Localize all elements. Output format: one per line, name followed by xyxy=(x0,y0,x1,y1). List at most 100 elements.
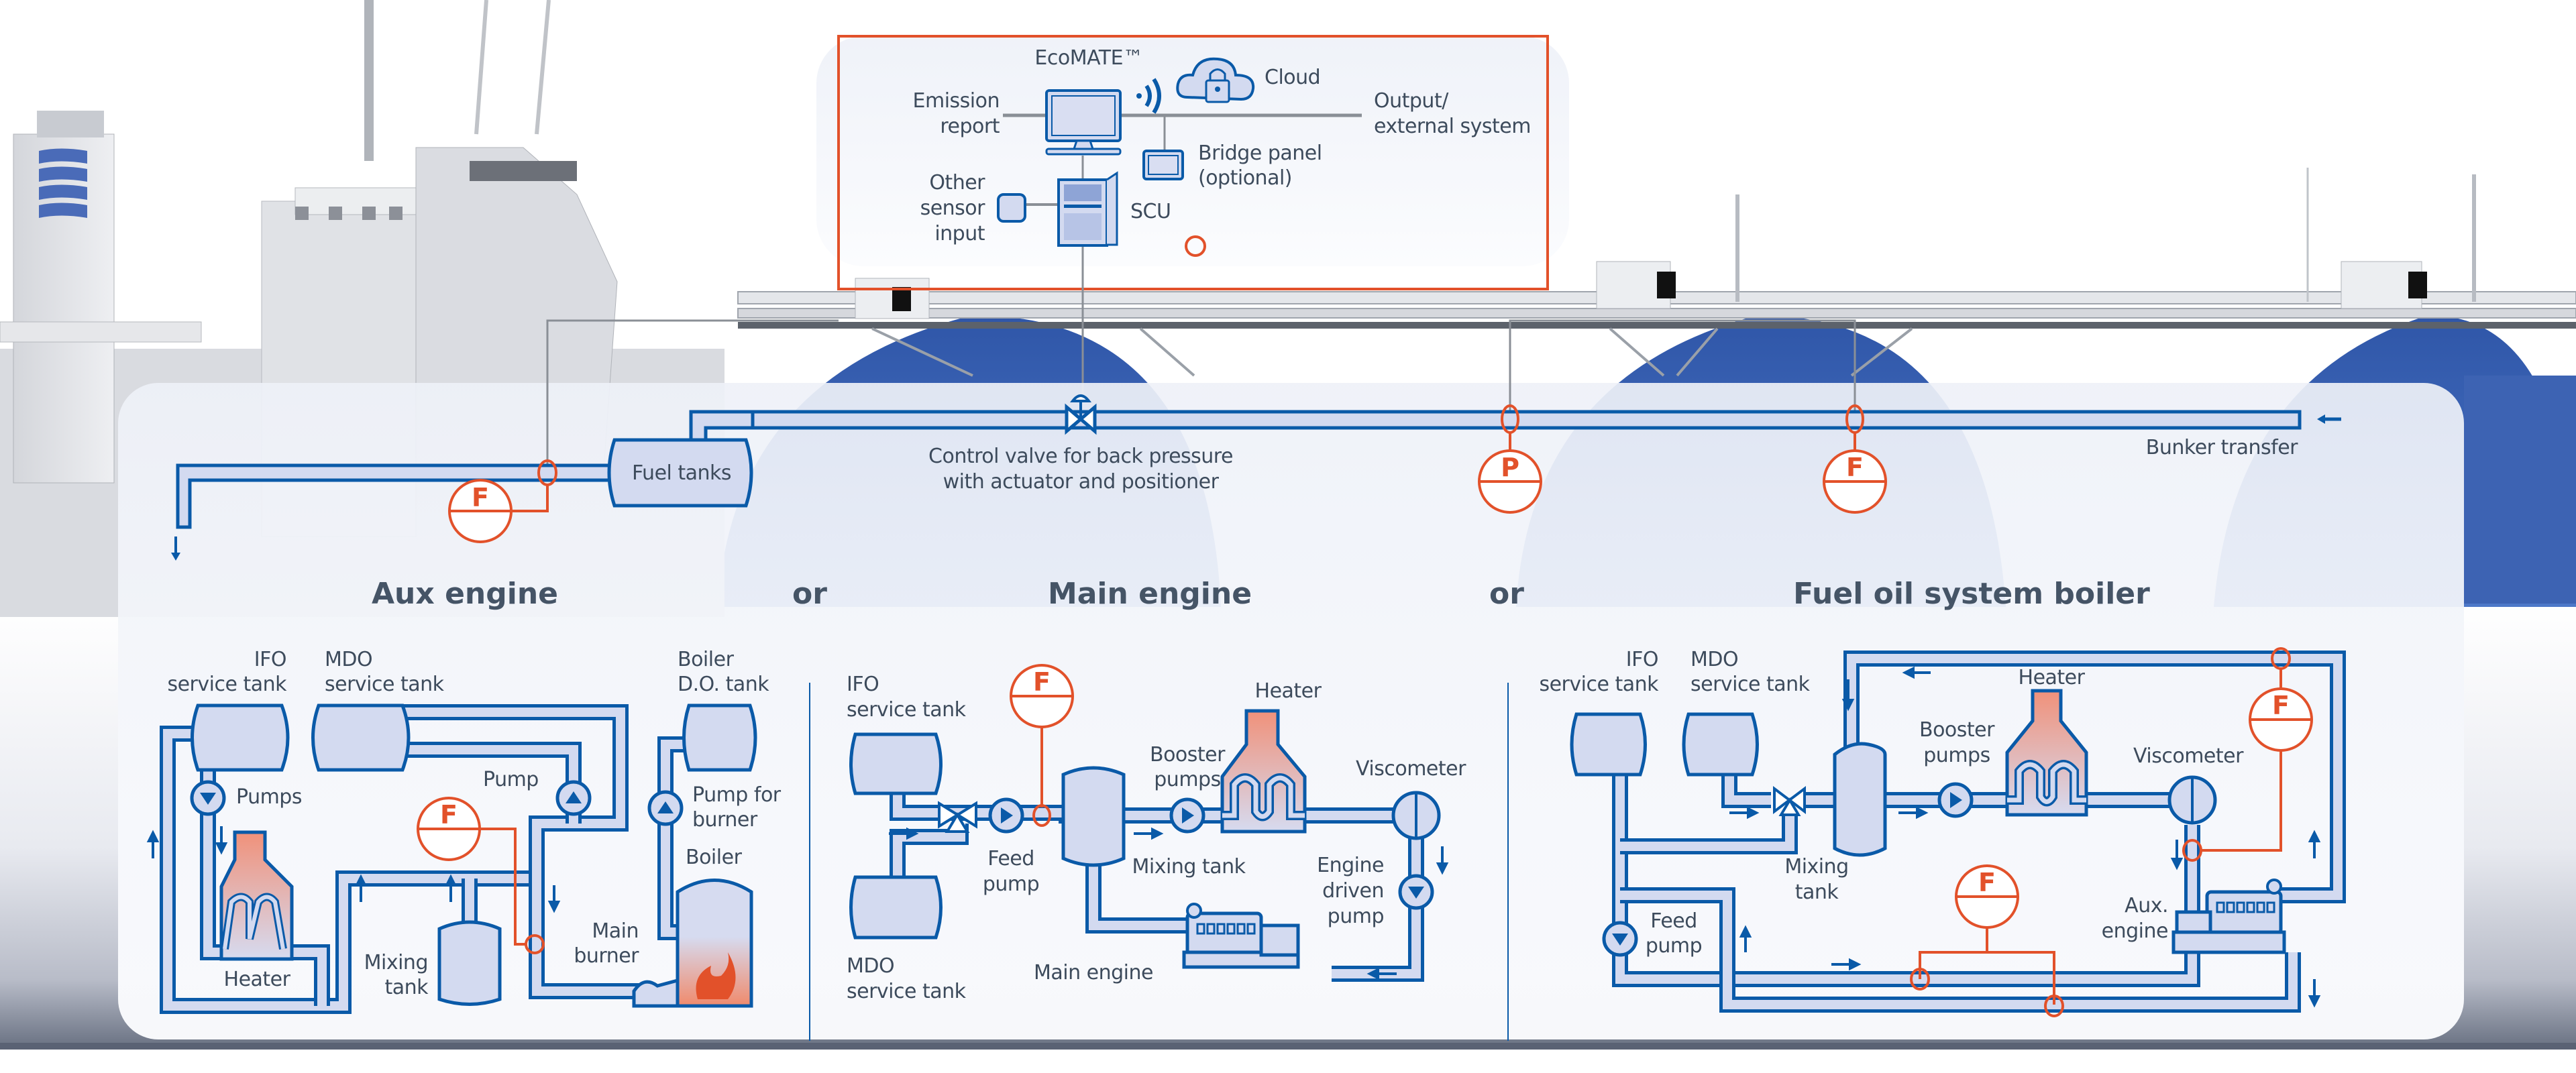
svg-text:P: P xyxy=(1501,453,1519,482)
main-panel xyxy=(118,383,2464,1039)
boiler-heater[interactable] xyxy=(2005,689,2088,817)
aux-flow-meter-gauge[interactable]: F xyxy=(417,797,545,954)
bridge-panel-label-2: (optional) xyxy=(1198,166,1292,190)
flow-arrow-icons xyxy=(146,826,561,913)
bunker-pipe xyxy=(751,410,2302,430)
deck-houses xyxy=(855,168,2476,319)
aux-main-burner-label-2: burner xyxy=(574,944,639,968)
boiler-mixing-label-2: tank xyxy=(1795,881,1839,904)
section-title-main-engine: Main engine xyxy=(1048,577,1252,611)
aux-ifo-label-1: IFO xyxy=(254,648,286,671)
aux-mdo-pump[interactable] xyxy=(555,780,592,816)
sensor-icon[interactable] xyxy=(997,193,1026,223)
signal-lines xyxy=(546,319,1856,473)
flame-icon xyxy=(696,952,736,999)
main-burner[interactable] xyxy=(632,978,680,1008)
ecomate-panel: EcoMATE™ Cloud Emission repo xyxy=(816,35,1569,402)
main-engine-icon[interactable] xyxy=(1182,903,1300,969)
main-ifo-service-tank[interactable] xyxy=(849,732,943,795)
aux-heater[interactable] xyxy=(219,830,294,961)
main-booster-pump[interactable] xyxy=(1169,797,1205,834)
flow-meter-gauge[interactable]: F xyxy=(448,459,557,543)
aux-mixing-tank[interactable] xyxy=(437,920,502,1006)
boiler-ifo-service-tank[interactable] xyxy=(1570,712,1647,777)
bridge-panel-icon[interactable] xyxy=(1142,150,1184,180)
engine-driven-label-3: pump xyxy=(1328,905,1384,928)
scu-label: SCU xyxy=(1130,200,1171,223)
boiler-supply-flow-gauge[interactable]: F xyxy=(1910,864,2064,1017)
svg-text:F: F xyxy=(440,800,458,830)
main-booster-label-2: pumps xyxy=(1154,768,1220,791)
mdo-service-tank[interactable] xyxy=(311,703,411,772)
flow-arrow-icons xyxy=(889,827,1449,980)
aux-boiler-do-label-1: Boiler xyxy=(678,648,735,671)
hull-shadow-line xyxy=(0,1043,2576,1050)
boiler-feed-pump[interactable] xyxy=(1602,921,1638,957)
aux-mdo-label-1: MDO xyxy=(325,648,372,671)
boiler-mdo-label-2: service tank xyxy=(1690,673,1811,696)
boiler-return-flow-gauge[interactable]: F xyxy=(2182,647,2313,862)
aux-heater-label: Heater xyxy=(224,968,291,991)
fuel-tank-outlet-pipe xyxy=(176,463,608,529)
aux-engine-icon[interactable] xyxy=(2171,879,2286,954)
engine-driven-pump[interactable] xyxy=(1398,874,1434,910)
main-flow-meter-gauge[interactable]: F xyxy=(1010,664,1074,827)
bridge-panel-label-1: Bridge panel xyxy=(1198,142,1322,165)
section-title-boiler: Fuel oil system boiler xyxy=(1793,577,2150,611)
section-title-aux-engine: Aux engine xyxy=(372,577,558,611)
boiler-three-way-valve-icon[interactable] xyxy=(1773,785,1806,816)
aux-burner-pump[interactable] xyxy=(647,790,684,826)
boiler-section: F F IFO service tank MDO service tank H xyxy=(1539,647,2346,1017)
flow-arrow-icons xyxy=(1729,666,2321,1008)
flow-arrow-icon xyxy=(171,536,180,561)
boiler-viscometer[interactable] xyxy=(2167,775,2217,825)
main-booster-label-1: Booster xyxy=(1150,743,1226,767)
main-heater[interactable] xyxy=(1220,709,1307,834)
funnel-logo-icon xyxy=(39,148,87,218)
main-ifo-label-2: service tank xyxy=(847,698,967,722)
main-mdo-label-1: MDO xyxy=(847,954,894,978)
bunker-flow-meter-gauge[interactable]: F xyxy=(1823,404,1887,514)
svg-text:F: F xyxy=(472,483,489,512)
control-valve-label-2: with actuator and positioner xyxy=(943,470,1220,494)
boiler-do-tank[interactable] xyxy=(682,703,757,772)
aux-mixing-label-1: Mixing xyxy=(364,951,428,974)
boiler-mdo-label-1: MDO xyxy=(1690,648,1738,671)
main-viscometer[interactable] xyxy=(1391,791,1441,840)
control-valve-label-1: Control valve for back pressure xyxy=(928,445,1233,468)
main-mixing-tank[interactable] xyxy=(1061,766,1126,867)
or-separator-1: or xyxy=(792,577,827,611)
boiler-booster-pump[interactable] xyxy=(1937,782,1974,818)
ifo-service-tank[interactable] xyxy=(191,703,290,772)
bunker-transfer-label: Bunker transfer xyxy=(2146,436,2298,459)
svg-text:F: F xyxy=(2272,691,2290,720)
instrument-marker xyxy=(1185,235,1206,257)
boiler-ifo-label-2: service tank xyxy=(1539,673,1659,696)
aux-ifo-label-2: service tank xyxy=(167,673,287,696)
pressure-gauge[interactable]: P xyxy=(1478,404,1542,514)
aux-ifo-pump[interactable] xyxy=(190,780,226,816)
scu-cabinet-icon[interactable] xyxy=(1057,171,1118,247)
fuel-tanks-label: Fuel tanks xyxy=(632,461,731,485)
boiler-mdo-service-tank[interactable] xyxy=(1682,712,1759,777)
cloud-label: Cloud xyxy=(1265,66,1320,89)
main-mdo-service-tank[interactable] xyxy=(849,875,943,940)
main-feed-pump-label-2: pump xyxy=(983,872,1039,896)
monitor-icon[interactable] xyxy=(1045,89,1122,156)
three-way-valve-icon[interactable] xyxy=(938,801,977,833)
control-valve-icon[interactable] xyxy=(1065,394,1097,435)
boiler-booster-label-2: pumps xyxy=(1923,744,1990,767)
cloud-lock-icon[interactable] xyxy=(1176,57,1255,103)
other-sensor-label-1: Other xyxy=(929,171,985,194)
svg-text:F: F xyxy=(1978,868,1996,897)
aux-main-burner-label-1: Main xyxy=(592,919,639,943)
fuel-tanks[interactable] xyxy=(607,438,753,508)
aux-pump-burner-label-2: burner xyxy=(692,808,758,832)
boiler-mixing-tank[interactable] xyxy=(1833,742,1887,857)
engine-driven-label-1: Engine xyxy=(1317,854,1384,877)
main-ifo-label-1: IFO xyxy=(847,673,879,696)
aux-pumps-label: Pumps xyxy=(236,785,302,809)
main-feed-pump[interactable] xyxy=(988,797,1024,834)
aux-engine-label-2: engine xyxy=(2102,919,2168,943)
boiler-feed-pump-label-1: Feed xyxy=(1650,909,1697,933)
